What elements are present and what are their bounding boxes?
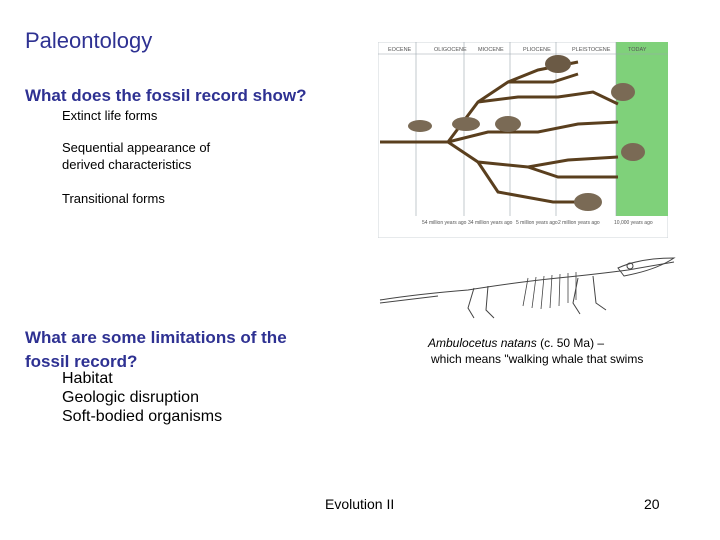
epoch-today: TODAY	[628, 47, 647, 53]
question-limitations-line2: fossil record?	[25, 352, 138, 371]
proboscidean-icons	[408, 55, 645, 211]
caption-line1: Ambulocetus natans (c. 50 Ma) –	[428, 335, 678, 351]
caption-date: (c. 50 Ma) –	[536, 336, 605, 350]
point-sequential-1: Sequential appearance of	[62, 140, 211, 155]
time-label-34: 34 million years ago	[468, 220, 513, 226]
epoch-pliocene: PLIOCENE	[523, 47, 551, 53]
question-limitations: What are some limitations of the fossil …	[25, 326, 325, 374]
epoch-miocene: MIOCENE	[478, 47, 504, 53]
time-label-54: 54 million years ago	[422, 220, 467, 226]
limitation-geologic: Geologic disruption	[62, 389, 199, 406]
caption-species: Ambulocetus natans	[428, 336, 537, 350]
point-extinct: Extinct life forms	[62, 108, 158, 123]
today-band	[616, 42, 668, 216]
limitation-soft-bodied: Soft-bodied organisms	[62, 408, 223, 425]
question-limitations-line1: What are some limitations of the	[25, 328, 287, 347]
point-transitional: Transitional forms	[62, 191, 165, 206]
slide-title: Paleontology	[25, 28, 153, 53]
time-label-10k: 10,000 years ago	[614, 220, 653, 226]
skeleton-caption: Ambulocetus natans (c. 50 Ma) – which me…	[428, 335, 678, 367]
page-number: 20	[644, 496, 660, 512]
point-sequential-2: derived characteristics	[62, 157, 192, 172]
epoch-eocene: EOCENE	[388, 47, 412, 53]
footer-text: Evolution II	[325, 496, 395, 512]
caption-line2: which means "walking whale that swims	[431, 352, 644, 366]
phylogeny-branches	[380, 60, 619, 204]
epoch-pleistocene: PLEISTOCENE	[572, 47, 611, 53]
question-fossil-record: What does the fossil record show?	[25, 86, 307, 105]
epoch-oligocene: OLIGOCENE	[434, 47, 467, 53]
limitation-habitat: Habitat	[62, 370, 113, 387]
ambulocetus-skeleton-illustration	[379, 257, 676, 319]
time-label-5: 5 million years ago	[516, 220, 558, 226]
elephant-evolution-diagram: EOCENE OLIGOCENE MIOCENE PLIOCENE PLEIST…	[378, 42, 668, 238]
time-label-2: 2 million years ago	[558, 220, 600, 226]
